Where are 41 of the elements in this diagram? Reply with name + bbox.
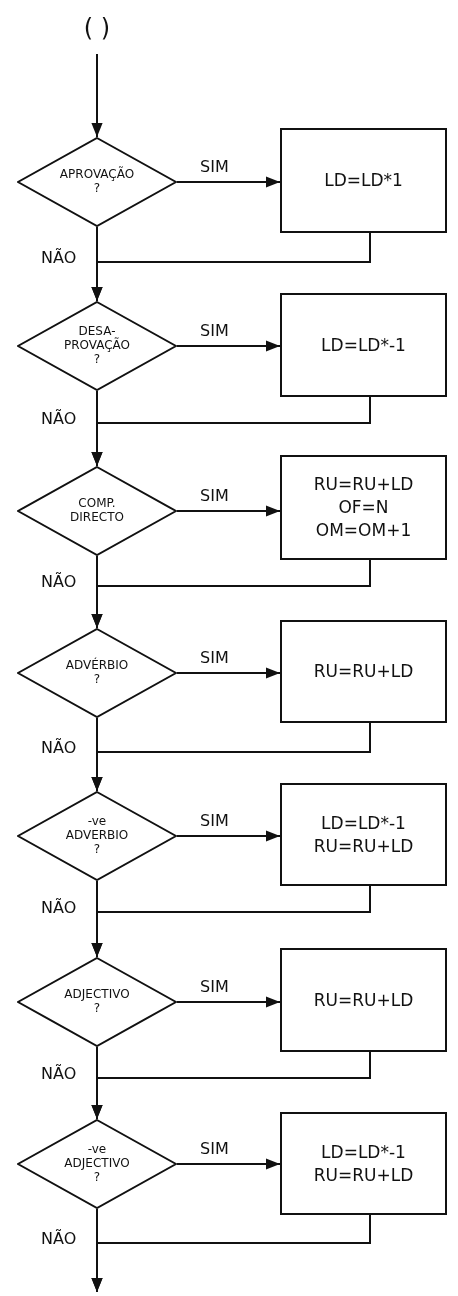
process-statement: OM=OM+1 bbox=[315, 518, 412, 542]
decision-label: DESA- PROVAÇÃO ? bbox=[63, 325, 131, 367]
arrow bbox=[176, 340, 281, 352]
arrow bbox=[176, 667, 281, 679]
arrow bbox=[91, 396, 371, 467]
process-statement: LD=LD*1 bbox=[324, 169, 403, 192]
process-statement: RU=RU+LD bbox=[313, 988, 414, 1012]
arrow bbox=[176, 996, 281, 1008]
process-statement: RU=RU+LD bbox=[313, 473, 414, 497]
arrow bbox=[176, 505, 281, 517]
decision-label: -ve ADJECTIVO ? bbox=[64, 1143, 130, 1185]
process-statement: RU=RU+LD bbox=[313, 834, 414, 858]
decision-label: -ve ADVERBIO ? bbox=[65, 815, 129, 857]
process-box bbox=[280, 128, 447, 233]
process-statement: LD=LD*-1 bbox=[321, 333, 406, 357]
process-statement: RU=RU+LD bbox=[313, 1163, 414, 1187]
arrow bbox=[176, 830, 281, 842]
arrow bbox=[91, 1214, 371, 1293]
arrow bbox=[176, 1158, 281, 1170]
process-box bbox=[280, 783, 447, 886]
process-box bbox=[280, 948, 447, 1052]
decision-label: ADJECTIVO ? bbox=[64, 988, 130, 1016]
arrow bbox=[91, 53, 103, 138]
arrow bbox=[91, 722, 371, 792]
process-box bbox=[280, 293, 447, 397]
decision-label: APROVAÇÃO ? bbox=[59, 168, 135, 196]
process-statement: RU=RU+LD bbox=[313, 660, 414, 683]
arrow bbox=[91, 885, 371, 958]
terminal-label: ( ) bbox=[83, 14, 111, 42]
arrow bbox=[91, 232, 371, 302]
process-statement: LD=LD*-1 bbox=[321, 811, 406, 835]
decision-label: ADVÉRBIO ? bbox=[65, 659, 129, 687]
process-statement: LD=LD*-1 bbox=[321, 1140, 406, 1164]
decision-label: COMP. DIRECTO bbox=[70, 497, 124, 525]
process-statement: OF=N bbox=[338, 496, 389, 519]
arrow bbox=[91, 559, 371, 629]
process-box bbox=[280, 1112, 447, 1215]
process-box bbox=[280, 620, 447, 723]
arrow bbox=[176, 176, 281, 188]
arrow bbox=[91, 1051, 371, 1120]
process-box bbox=[280, 455, 447, 560]
